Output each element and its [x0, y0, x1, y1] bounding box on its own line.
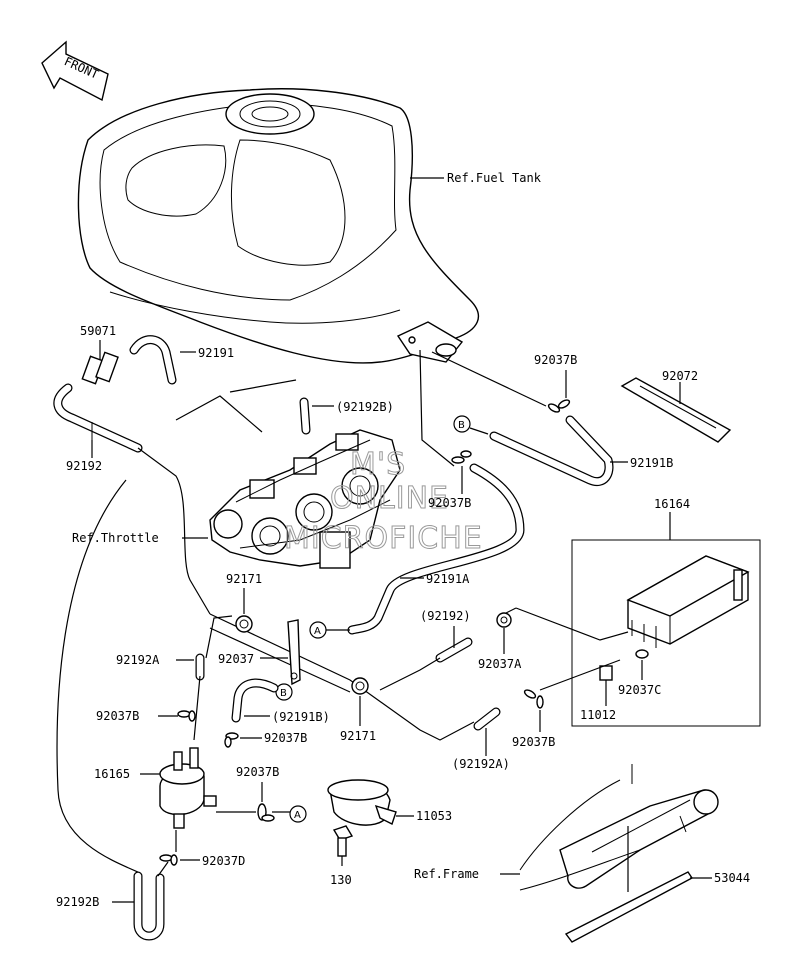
label-59071: 59071 [80, 324, 116, 338]
label-92191B-paren: (92191B) [272, 710, 330, 724]
label-92192B-paren: (92192B) [336, 400, 394, 414]
clip-92037B-6 [257, 803, 275, 822]
label-53044: 53044 [714, 871, 750, 885]
label-92037B-6: 92037B [236, 765, 279, 779]
label-92037B-4: 92037B [96, 709, 139, 723]
label-92191A: 92191A [426, 572, 470, 586]
clip-92037B-4 [177, 710, 196, 722]
label-11053: 11053 [416, 809, 452, 823]
label-92037: 92037 [218, 652, 254, 666]
bolt-130 [332, 825, 354, 857]
label-92037B-1: 92037B [534, 353, 577, 367]
label-92037B-3: 92037B [512, 735, 555, 749]
clip-92037B-3 [523, 689, 544, 709]
svg-text:A: A [314, 626, 321, 637]
label-11012: 11012 [580, 708, 616, 722]
svg-text:M'S: M'S [350, 447, 406, 482]
label-92037B-5: 92037B [264, 731, 307, 745]
label-92037C: 92037C [618, 683, 661, 697]
clamp-92171-1 [235, 615, 253, 633]
label-92191B: 92191B [630, 456, 673, 470]
label-92171-1: 92171 [226, 572, 262, 586]
label-130: 130 [330, 873, 352, 887]
callout-b-top: B [453, 415, 471, 433]
throttle-body-assembly [209, 429, 401, 569]
ref-fuel-tank-label: Ref.Fuel Tank [447, 171, 542, 185]
clip-92037B-2 [451, 450, 472, 464]
label-92037A: 92037A [478, 657, 522, 671]
clamp-11053 [327, 779, 397, 826]
bracket-92037 [287, 619, 301, 686]
hose-92192A-short [473, 707, 501, 731]
label-92037D: 92037D [202, 854, 245, 868]
watermark: M'S ONLINE MICROFICHE [284, 447, 483, 557]
hose-92192B [133, 871, 165, 941]
hose-92191A [347, 463, 525, 635]
clip-92037D [159, 854, 178, 866]
hose-92191B-short [231, 678, 279, 723]
label-92192-paren: (92192) [420, 609, 471, 623]
fitting-92037C [635, 649, 649, 659]
svg-text:B: B [458, 420, 465, 431]
fuel-tank [77, 88, 480, 364]
label-92192A: 92192A [116, 653, 160, 667]
label-92037B-2: 92037B [428, 496, 471, 510]
front-arrow-icon: FRONT [41, 40, 109, 102]
callout-a-mid: A [309, 621, 327, 639]
label-92171-2: 92171 [340, 729, 376, 743]
svg-text:A: A [294, 810, 301, 821]
label-16164: 16164 [654, 497, 690, 511]
label-16165: 16165 [94, 767, 130, 781]
canister-16164 [626, 555, 750, 648]
hose-92192B [299, 397, 311, 435]
frame [519, 764, 719, 891]
svg-text:ONLINE: ONLINE [330, 481, 449, 516]
clamp-92171-2 [351, 677, 369, 695]
hose-92191 [129, 335, 177, 385]
part-59071-fitting [81, 351, 119, 385]
label-92072: 92072 [662, 369, 698, 383]
hose-92191B [489, 415, 614, 486]
strap-92072 [620, 377, 732, 443]
label-92192B: 92192B [56, 895, 99, 909]
fuel-filter-16165 [159, 747, 217, 829]
callout-a-bottom: A [289, 805, 307, 823]
label-92191: 92191 [198, 346, 234, 360]
callout-b-mid: B [275, 683, 293, 701]
ref-frame-label: Ref.Frame [414, 867, 479, 881]
ref-throttle-label: Ref.Throttle [72, 531, 159, 545]
hose-92192-short [435, 637, 473, 663]
label-92192: 92192 [66, 459, 102, 473]
svg-text:B: B [280, 688, 287, 699]
hose-92192 [53, 383, 143, 453]
label-92192A-paren: (92192A) [452, 757, 510, 771]
clamp-92037A [496, 612, 512, 628]
svg-text:MICROFICHE: MICROFICHE [284, 521, 483, 556]
canister-box [571, 539, 761, 727]
clip-92037B-1 [547, 399, 571, 413]
clip-92037B-5 [224, 732, 239, 748]
cap-11012 [599, 665, 613, 681]
